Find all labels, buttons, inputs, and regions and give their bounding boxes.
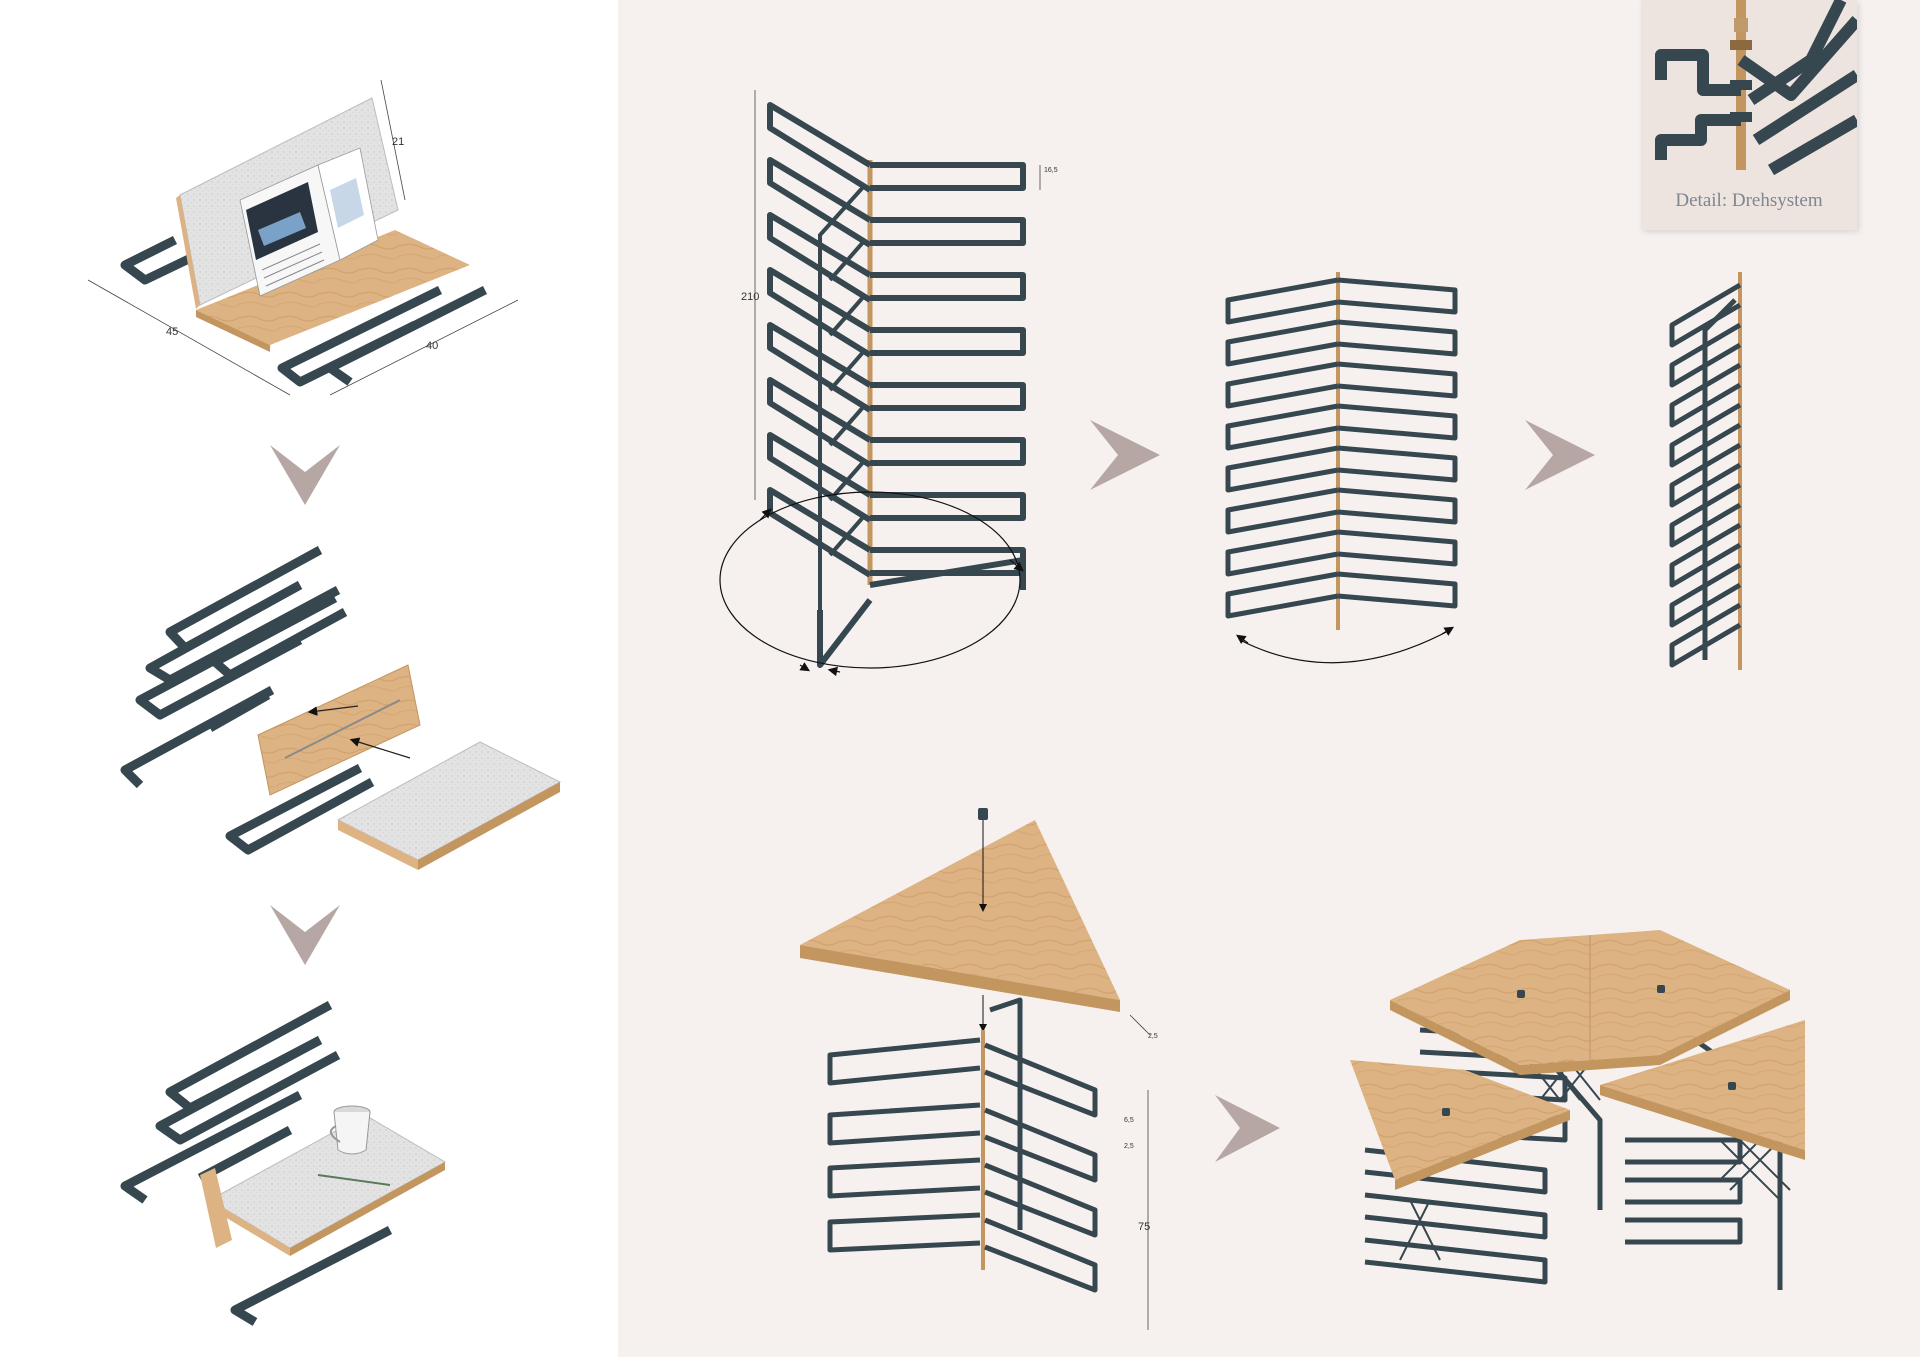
tower-height-label: 210: [741, 291, 759, 303]
book-stand-illustration: 21 45 40: [87, 79, 519, 396]
down-arrow-icon: [270, 905, 340, 965]
exploded-view-illustration: [120, 546, 562, 870]
frame-spacing-label: 16,5: [1044, 167, 1058, 174]
desk-configuration-illustration: [120, 1001, 447, 1326]
tower-folded-illustration: [1669, 272, 1742, 670]
combined-tables-illustration: [1350, 930, 1805, 1290]
table-assembly-illustration: 75 6,5 2,5 2,5: [800, 808, 1158, 1330]
right-arrow-icon: [1215, 1095, 1280, 1162]
detail-caption: Detail: Drehsystem: [1675, 190, 1823, 211]
right-arrow-icon: [1090, 420, 1160, 490]
tower-unfolded-illustration: 210 16,5: [719, 90, 1058, 677]
right-arrow-icon: [1525, 420, 1595, 490]
rotation-joint-detail-illustration: [1655, 0, 1857, 176]
table-top-thickness-label: 2,5: [1148, 1033, 1158, 1040]
down-arrow-icon: [270, 445, 340, 505]
book-stand-depth-label: 45: [166, 326, 178, 338]
frame-small-label-2: 2,5: [1124, 1143, 1134, 1150]
tower-half-folded-illustration: [1225, 272, 1458, 664]
detail-card: Detail: Drehsystem: [1641, 0, 1857, 230]
book-stand-height-label: 21: [392, 136, 404, 148]
book-stand-width-label: 40: [426, 340, 438, 352]
frame-small-label-1: 6,5: [1124, 1117, 1134, 1124]
table-height-label: 75: [1138, 1221, 1150, 1233]
